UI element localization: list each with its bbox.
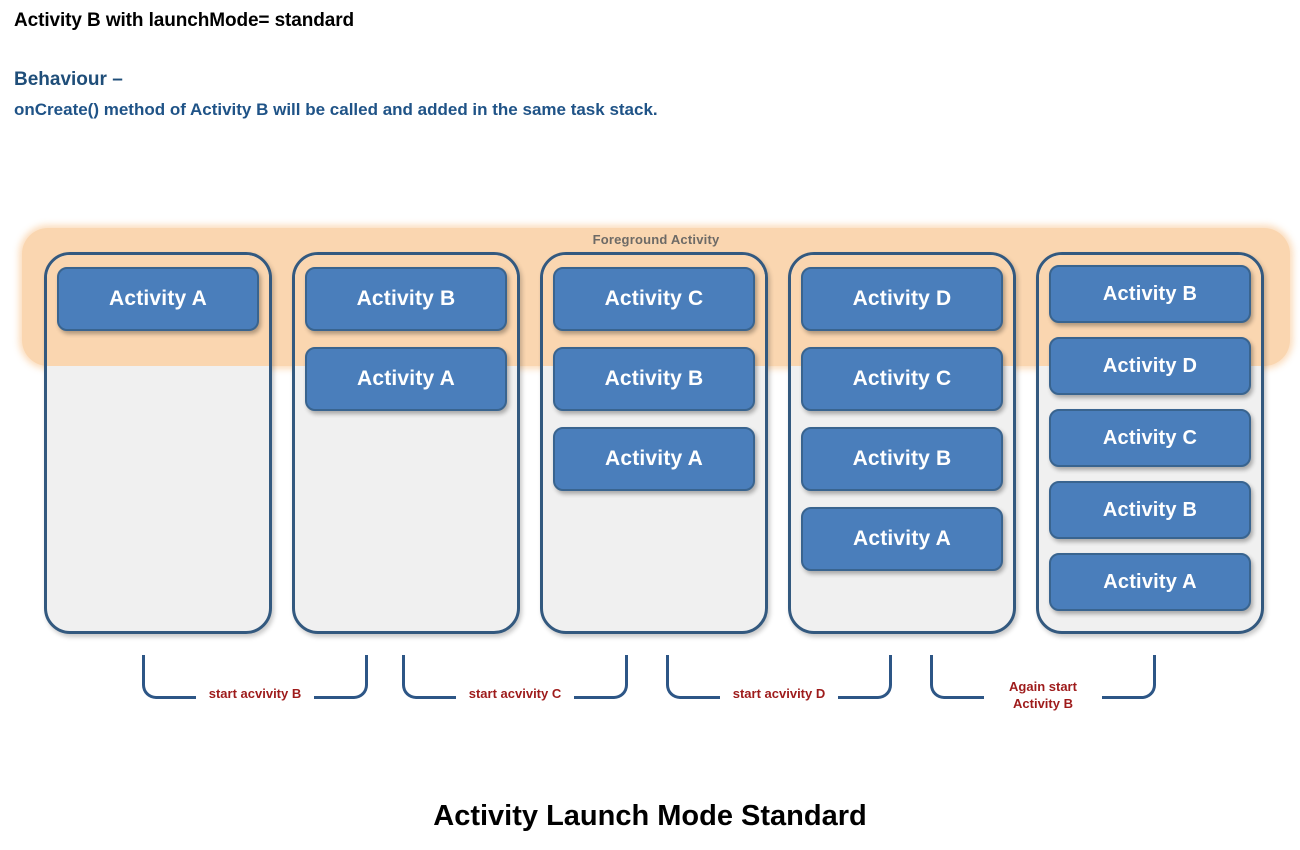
bracket-right-leg bbox=[866, 655, 892, 699]
bracket-right-leg bbox=[1130, 655, 1156, 699]
activity-box[interactable]: Activity C bbox=[553, 267, 755, 331]
task-stack-4[interactable]: Activity D Activity C Activity B Activit… bbox=[788, 252, 1016, 634]
bracket-left-leg bbox=[930, 655, 956, 699]
stack-3-items: Activity C Activity B Activity A bbox=[543, 255, 765, 631]
transition-label: Again start Activity B bbox=[1009, 679, 1077, 711]
activity-box[interactable]: Activity B bbox=[305, 267, 507, 331]
bracket-left-leg bbox=[142, 655, 168, 699]
bracket-left-leg bbox=[666, 655, 692, 699]
bracket-rail-left bbox=[166, 696, 196, 699]
activity-box[interactable]: Activity A bbox=[801, 507, 1003, 571]
transition-label: start acvivity C bbox=[468, 686, 562, 701]
activity-box[interactable]: Activity D bbox=[801, 267, 1003, 331]
activity-box[interactable]: Activity D bbox=[1049, 337, 1251, 395]
activity-box[interactable]: Activity B bbox=[1049, 481, 1251, 539]
activity-box[interactable]: Activity B bbox=[801, 427, 1003, 491]
bracket-rail-right bbox=[314, 696, 344, 699]
transition-label: start acvivity B bbox=[208, 686, 302, 701]
page-title: Activity B with launchMode= standard bbox=[14, 10, 355, 31]
bracket-rail-left bbox=[954, 696, 984, 699]
task-stack-1[interactable]: Activity A bbox=[44, 252, 272, 634]
transition-bracket-2: start acvivity C bbox=[402, 655, 628, 713]
stack-4-items: Activity D Activity C Activity B Activit… bbox=[791, 255, 1013, 631]
activity-box[interactable]: Activity B bbox=[553, 347, 755, 411]
stack-1-items: Activity A bbox=[47, 255, 269, 631]
bracket-right-leg bbox=[602, 655, 628, 699]
bracket-left-leg bbox=[402, 655, 428, 699]
task-stack-2[interactable]: Activity B Activity A bbox=[292, 252, 520, 634]
activity-box[interactable]: Activity A bbox=[553, 427, 755, 491]
activity-box[interactable]: Activity B bbox=[1049, 265, 1251, 323]
foreground-activity-label: Foreground Activity bbox=[592, 232, 720, 247]
activity-box[interactable]: Activity A bbox=[1049, 553, 1251, 611]
activity-box[interactable]: Activity A bbox=[57, 267, 259, 331]
transition-bracket-3: start acvivity D bbox=[666, 655, 892, 713]
bracket-rail-left bbox=[426, 696, 456, 699]
bracket-rail-right bbox=[574, 696, 604, 699]
task-stack-3[interactable]: Activity C Activity B Activity A bbox=[540, 252, 768, 634]
activity-box[interactable]: Activity A bbox=[305, 347, 507, 411]
transition-bracket-1: start acvivity B bbox=[142, 655, 368, 713]
behaviour-label: Behaviour – bbox=[14, 69, 123, 90]
task-stack-5[interactable]: Activity B Activity D Activity C Activit… bbox=[1036, 252, 1264, 634]
stack-2-items: Activity B Activity A bbox=[295, 255, 517, 631]
bracket-rail-right bbox=[1102, 696, 1132, 699]
bracket-rail-left bbox=[690, 696, 720, 699]
footer-caption: Activity Launch Mode Standard bbox=[433, 800, 867, 832]
activity-box[interactable]: Activity C bbox=[1049, 409, 1251, 467]
activity-box[interactable]: Activity C bbox=[801, 347, 1003, 411]
stack-5-items: Activity B Activity D Activity C Activit… bbox=[1039, 255, 1261, 631]
bracket-right-leg bbox=[342, 655, 368, 699]
bracket-rail-right bbox=[838, 696, 868, 699]
transition-bracket-4: Again start Activity B bbox=[930, 655, 1156, 713]
behaviour-description: onCreate() method of Activity B will be … bbox=[14, 100, 658, 119]
transition-label: start acvivity D bbox=[732, 686, 826, 701]
